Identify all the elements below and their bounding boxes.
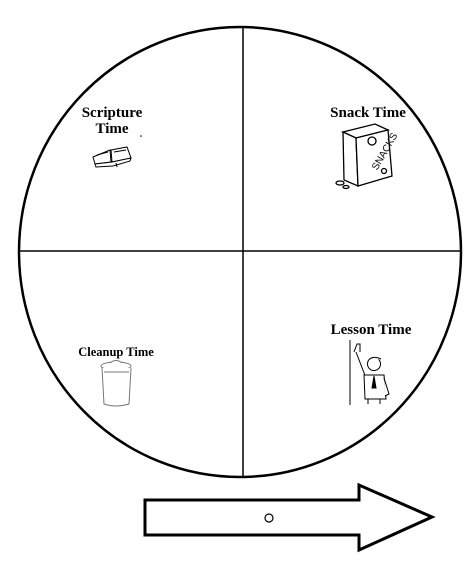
- snack-box-icon: SNACKS: [335, 123, 400, 190]
- teacher-icon: [349, 340, 390, 405]
- scripture-label-line-2: Time: [95, 121, 128, 137]
- wheel-circle: [17, 25, 463, 479]
- section-scripture: Scripture Time: [82, 105, 143, 168]
- section-snack: Snack Time SNACKS: [330, 105, 406, 190]
- lesson-label: Lesson Time: [331, 322, 412, 338]
- trash-can-icon: [100, 360, 132, 407]
- right-arrow-icon: [143, 482, 436, 553]
- snack-label: Snack Time: [330, 105, 406, 121]
- scripture-label-line-1: Scripture: [82, 105, 143, 121]
- pointer-arrow: [143, 482, 436, 553]
- open-book-icon: [92, 146, 132, 168]
- section-cleanup: Cleanup Time: [78, 345, 154, 407]
- pivot-circle-icon: [264, 513, 274, 523]
- section-lesson: Lesson Time: [331, 322, 412, 405]
- cleanup-label: Cleanup Time: [78, 345, 154, 359]
